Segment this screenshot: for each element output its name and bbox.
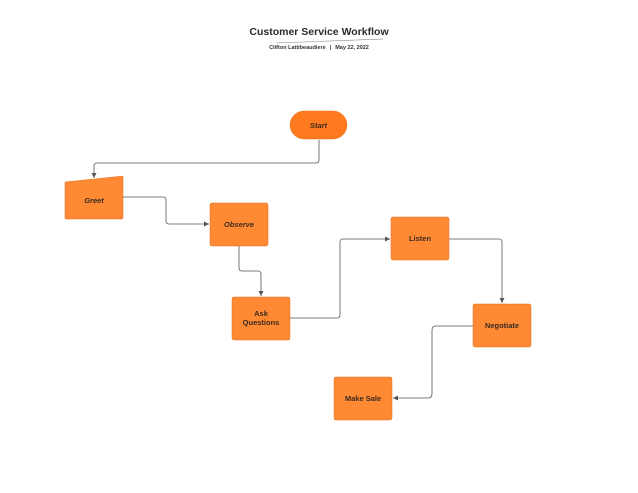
process-shape <box>390 216 450 261</box>
edge-negotiate-to-make-sale[interactable] <box>393 325 473 401</box>
manual-input-shape <box>64 175 124 220</box>
process-shape <box>333 376 393 421</box>
node-make-sale-label: Make Sale <box>345 394 381 403</box>
node-observe-label: Observe <box>224 220 254 229</box>
author-name: Clifton Lattibeaudiere <box>269 45 326 51</box>
process-shape <box>231 296 291 341</box>
connectors <box>91 140 505 401</box>
node-make-sale[interactable]: Make Sale <box>333 376 393 421</box>
subtitle-separator: | <box>329 45 332 51</box>
node-negotiate[interactable]: Negotiate <box>472 303 532 348</box>
node-ask-questions[interactable]: Ask Questions <box>231 296 291 341</box>
diagram-title: Customer Service Workflow <box>249 26 389 38</box>
node-negotiate-label: Negotiate <box>485 321 519 330</box>
node-greet-label: Greet <box>84 196 104 205</box>
process-shape <box>209 202 269 247</box>
node-observe[interactable]: Observe <box>209 202 269 247</box>
node-ask-questions-label-line1: Ask <box>254 309 269 318</box>
node-listen[interactable]: Listen <box>390 216 450 261</box>
edge-listen-to-negotiate[interactable] <box>449 238 505 303</box>
terminator-shape <box>289 110 348 140</box>
edge-ask-questions-to-listen[interactable] <box>290 236 390 319</box>
node-listen-label: Listen <box>409 234 432 243</box>
node-start-label: Start <box>310 121 328 130</box>
node-greet[interactable]: Greet <box>64 175 124 220</box>
diagram-date: May 22, 2022 <box>335 45 369 51</box>
title-underline <box>275 38 384 44</box>
node-ask-questions-label-line2: Questions <box>243 318 280 327</box>
node-start[interactable]: Start <box>289 110 348 140</box>
edge-greet-to-observe[interactable] <box>123 196 209 227</box>
edge-observe-to-ask-questions[interactable] <box>238 246 264 296</box>
diagram-subtitle: Clifton Lattibeaudiere|May 22, 2022 <box>0 45 638 51</box>
edge-start-to-greet[interactable] <box>91 140 320 178</box>
process-shape <box>472 303 532 348</box>
